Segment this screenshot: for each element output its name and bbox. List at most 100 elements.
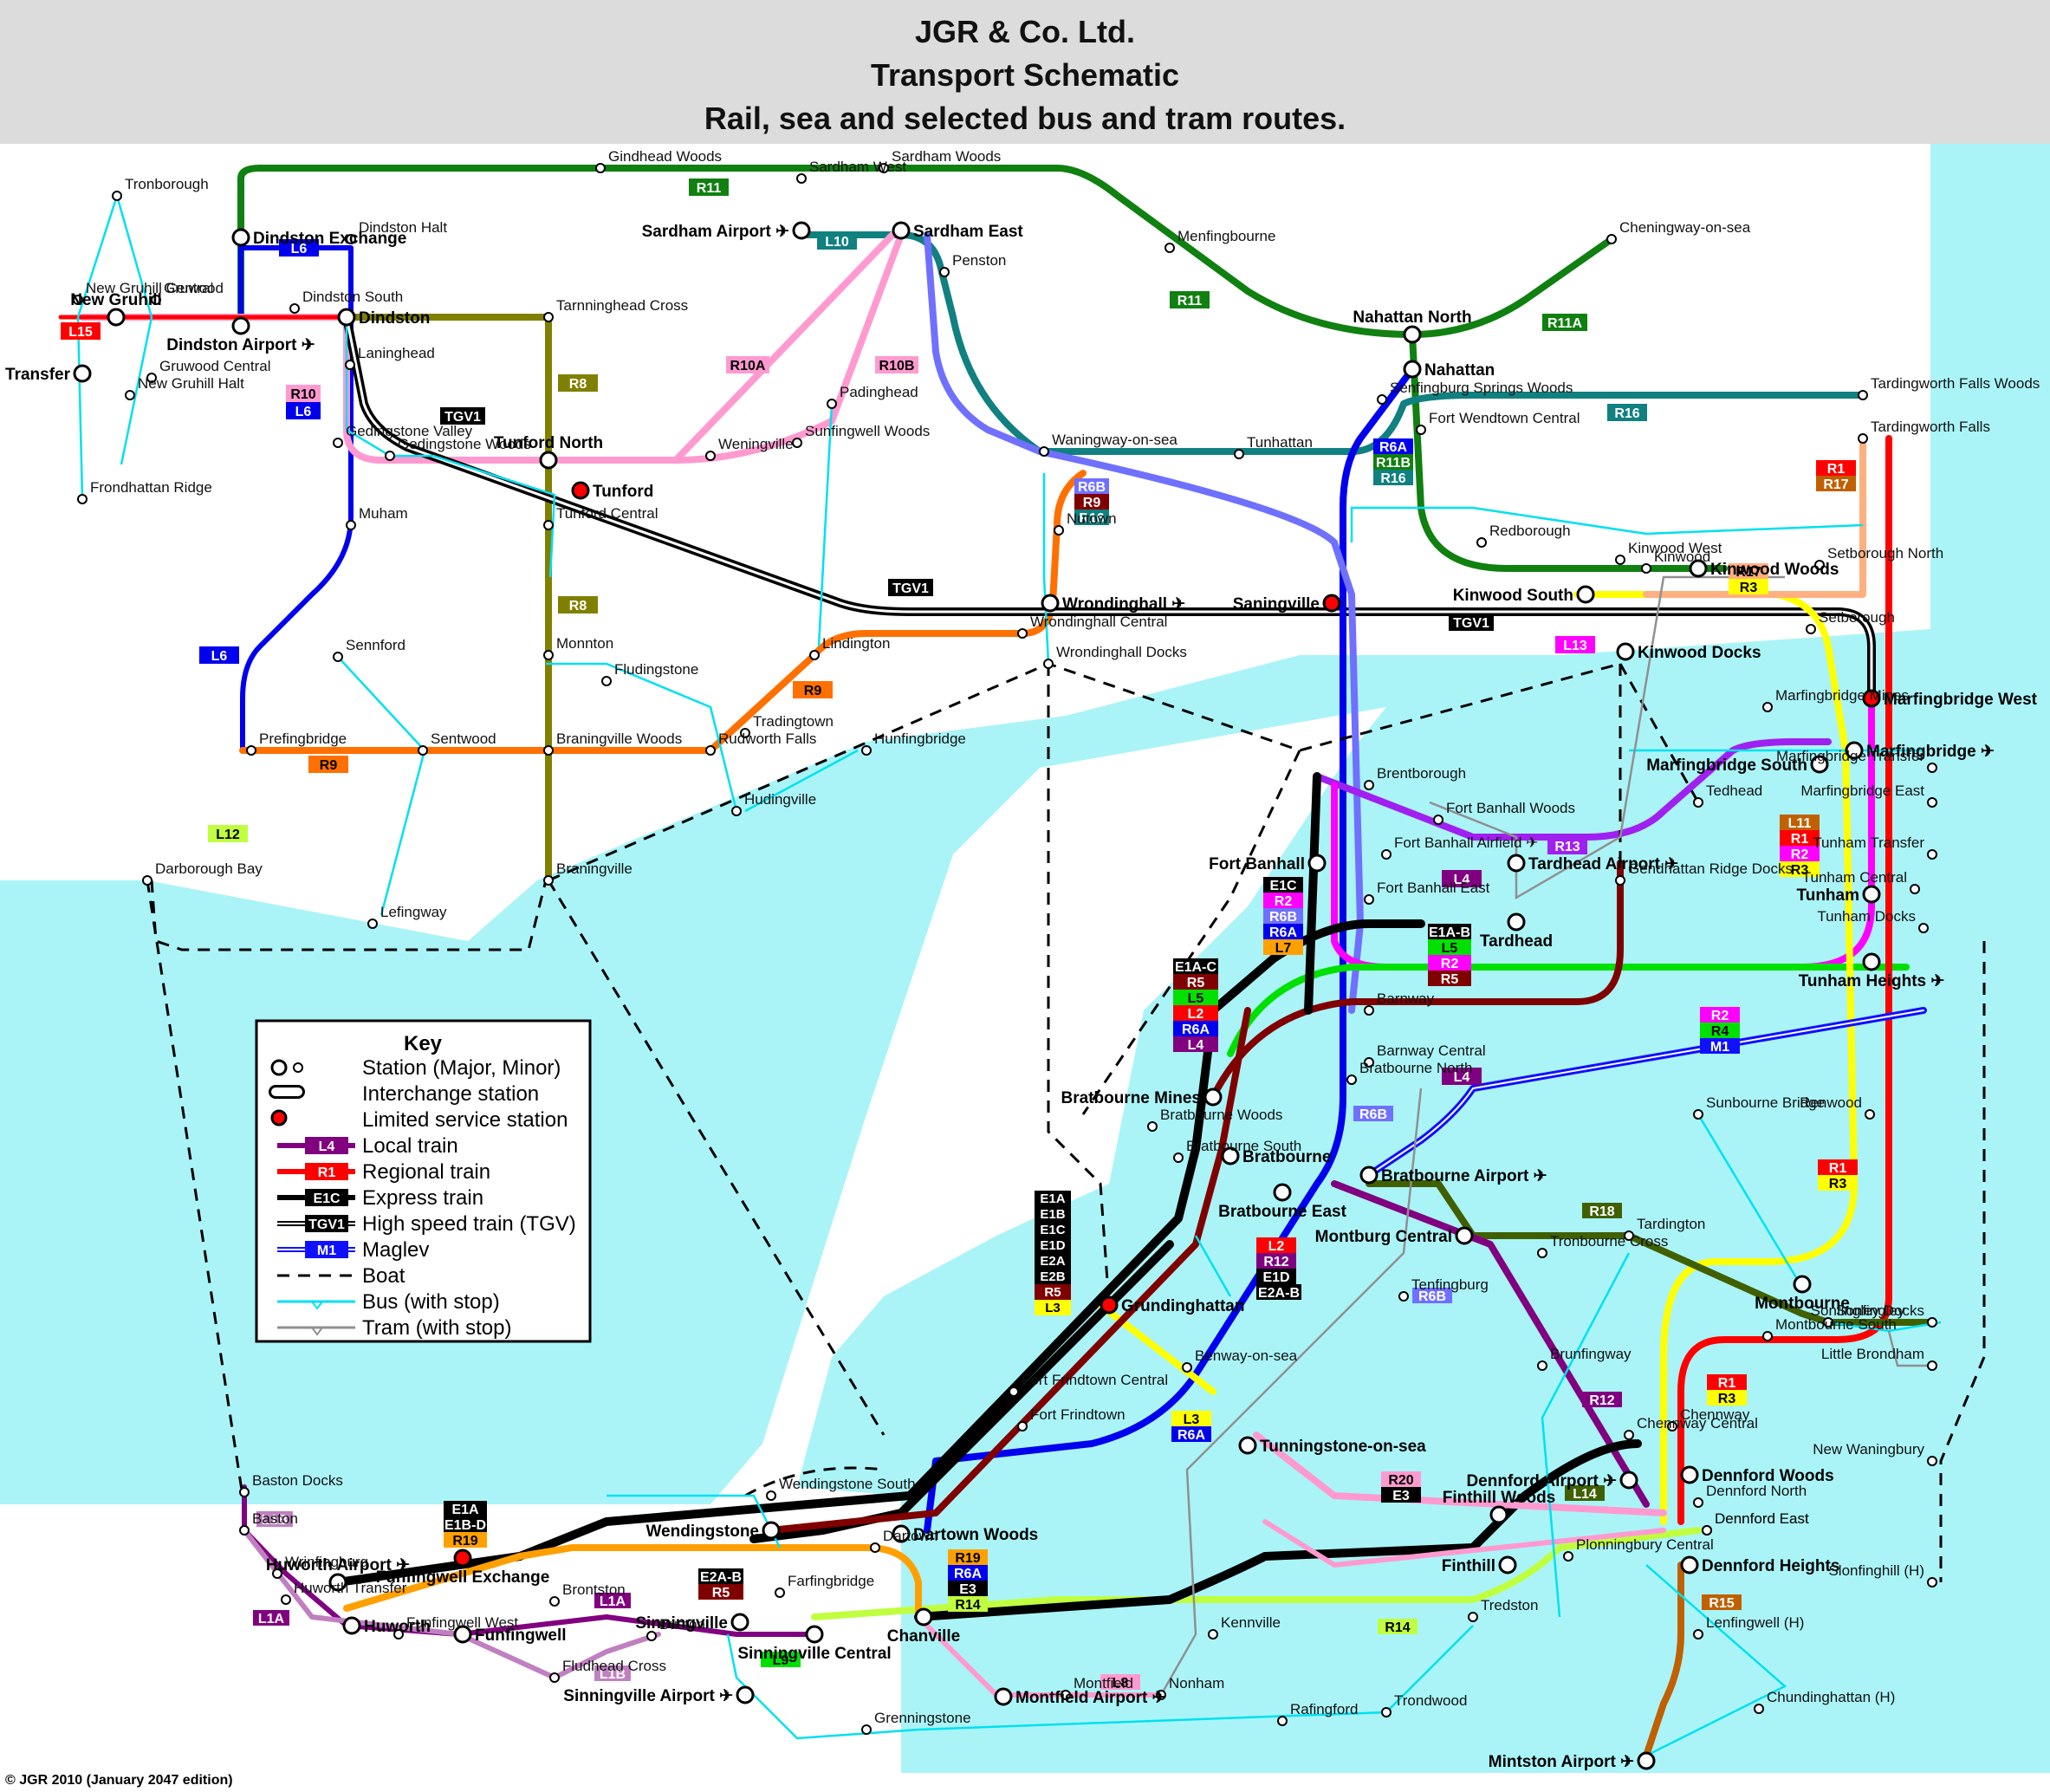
station-major-marker[interactable] (337, 308, 356, 327)
station-minor-label[interactable]: Funfingwell West (406, 1614, 518, 1631)
station-minor-marker[interactable] (1865, 1109, 1875, 1120)
station-major-label[interactable]: Tardhead (1480, 932, 1553, 951)
station-major-marker[interactable] (1507, 854, 1526, 873)
station-minor-marker[interactable] (1398, 1291, 1409, 1302)
station-minor-marker[interactable] (939, 267, 950, 277)
station-minor-marker[interactable] (1624, 1230, 1634, 1241)
station-major-marker[interactable] (1273, 1183, 1292, 1202)
station-minor-marker[interactable] (792, 438, 802, 448)
station-minor-label[interactable]: Gedingstone Woods (398, 436, 531, 452)
station-major-label[interactable]: New Gruhill (70, 291, 162, 309)
line-r19[interactable] (343, 1544, 922, 1620)
station-minor-label[interactable]: Cheningway-on-sea (1619, 219, 1751, 236)
station-major-marker[interactable] (1862, 952, 1881, 971)
station-minor-marker[interactable] (1927, 1360, 1937, 1371)
station-minor-label[interactable]: Chundinghattan (H) (1767, 1689, 1895, 1705)
station-minor-label[interactable]: Fort Wendtown Central (1429, 410, 1580, 426)
station-minor-label[interactable]: Muham (359, 505, 408, 522)
station-major-label[interactable]: Dindston Exchange (253, 230, 406, 248)
station-minor-marker[interactable] (142, 875, 152, 886)
station-major-label[interactable]: Finthill Woods (1443, 1489, 1556, 1507)
station-minor-marker[interactable] (861, 745, 872, 756)
station-major-label[interactable]: Dennford Woods (1702, 1467, 1834, 1485)
station-minor-label[interactable]: Wrondinghall Docks (1056, 644, 1187, 660)
station-major-marker[interactable] (1203, 1088, 1223, 1107)
station-minor-label[interactable]: Wrinfingburg (285, 1554, 368, 1570)
station-minor-label[interactable]: Tronborough (125, 176, 209, 192)
station-minor-marker[interactable] (73, 295, 83, 305)
station-minor-label[interactable]: Tredston (1481, 1597, 1538, 1613)
station-minor-marker[interactable] (879, 163, 889, 173)
station-minor-marker[interactable] (1208, 1629, 1218, 1639)
station-major-marker[interactable] (1680, 1555, 1699, 1574)
station-minor-marker[interactable] (1624, 1430, 1634, 1440)
station-major-label[interactable]: Tunningstone-on-sea (1260, 1438, 1426, 1456)
station-major-marker[interactable] (1307, 854, 1327, 873)
station-major-label[interactable]: Kinwood Docks (1638, 644, 1761, 662)
station-minor-label[interactable]: Kinwood (1654, 549, 1710, 565)
station-minor-label[interactable]: Tardingworth Falls Woods (1871, 375, 2040, 392)
station-minor-label[interactable]: Redborough (1489, 523, 1571, 539)
station-major-label[interactable]: Bratbourne Mines (1061, 1089, 1201, 1107)
station-major-label[interactable]: Dindston Airport ✈ (166, 336, 315, 354)
line-r15[interactable] (1643, 1562, 1684, 1759)
station-minor-label[interactable]: Fort Frindtown Central (1022, 1372, 1168, 1388)
station-minor-label[interactable]: Tedhead (1706, 782, 1762, 799)
station-minor-label[interactable]: Benway-on-sea (1195, 1347, 1298, 1364)
station-minor-label[interactable]: Dindston Halt (359, 219, 447, 236)
station-minor-label[interactable]: Sonfingley Docks (1811, 1302, 1924, 1319)
station-minor-label[interactable]: Gindhead Woods (608, 148, 722, 165)
station-minor-marker[interactable] (1043, 659, 1054, 669)
station-minor-marker[interactable] (1182, 1362, 1192, 1373)
station-minor-label[interactable]: Setborough (1819, 609, 1895, 626)
station-minor-marker[interactable] (1537, 1360, 1547, 1371)
station-minor-label[interactable]: Sardham West (809, 159, 906, 175)
station-minor-marker[interactable] (1927, 1577, 1937, 1587)
station-minor-marker[interactable] (77, 494, 88, 504)
station-major-marker[interactable] (107, 308, 126, 327)
station-major-marker[interactable] (1845, 741, 1864, 760)
station-major-marker[interactable] (571, 481, 590, 500)
station-minor-marker[interactable] (549, 1596, 560, 1607)
station-major-label[interactable]: Dartown Woods (913, 1526, 1038, 1544)
station-major-marker[interactable] (1862, 885, 1881, 904)
station-minor-marker[interactable] (1693, 797, 1703, 808)
station-minor-marker[interactable] (1814, 560, 1825, 570)
line-l1b[interactable] (242, 1528, 661, 1680)
station-major-label[interactable]: Tunford North (494, 434, 603, 452)
station-minor-label[interactable]: Marfingbridge Mines (1775, 687, 1909, 704)
station-minor-marker[interactable] (1927, 1317, 1937, 1328)
station-minor-marker[interactable] (1234, 449, 1244, 459)
station-major-marker[interactable] (1221, 1146, 1240, 1165)
station-major-label[interactable]: Tardhead Airport ✈ (1528, 855, 1678, 873)
station-minor-label[interactable]: Dindston South (302, 289, 403, 305)
station-minor-label[interactable]: Padinghead (840, 384, 918, 400)
station-minor-marker[interactable] (705, 745, 716, 756)
station-minor-label[interactable]: Sunfingwell Woods (805, 423, 930, 439)
station-minor-marker[interactable] (1173, 1152, 1184, 1163)
station-major-marker[interactable] (1619, 1471, 1638, 1490)
station-minor-marker[interactable] (861, 1724, 872, 1735)
station-major-label[interactable]: Tunford (593, 483, 653, 501)
station-minor-marker[interactable] (1762, 702, 1773, 712)
station-major-marker[interactable] (342, 1616, 361, 1635)
station-minor-marker[interactable] (1667, 1421, 1677, 1432)
station-major-marker[interactable] (1576, 585, 1595, 604)
station-major-label[interactable]: Sinningville (635, 1614, 728, 1633)
line-r11b[interactable] (1409, 331, 1728, 572)
station-minor-marker[interactable] (1147, 1121, 1158, 1132)
station-minor-label[interactable]: Menfingbourne (1177, 228, 1275, 244)
station-minor-marker[interactable] (1693, 1629, 1703, 1639)
station-minor-marker[interactable] (1858, 390, 1868, 400)
station-minor-marker[interactable] (1054, 525, 1064, 536)
station-minor-label[interactable]: Braningville (556, 860, 633, 877)
station-major-marker[interactable] (1238, 1436, 1257, 1455)
station-minor-label[interactable]: Fort Banhall Woods (1446, 800, 1575, 816)
station-minor-label[interactable]: Sardham Woods (892, 148, 1001, 165)
station-minor-label[interactable]: Tunhattan (1247, 434, 1313, 451)
station-minor-label[interactable]: Fort Frindtown (1030, 1406, 1126, 1423)
line-r12[interactable] (1331, 1180, 1650, 1508)
station-minor-marker[interactable] (1927, 1456, 1937, 1466)
station-minor-label[interactable]: Bratbourne North (1359, 1060, 1472, 1076)
station-minor-marker[interactable] (827, 399, 837, 409)
